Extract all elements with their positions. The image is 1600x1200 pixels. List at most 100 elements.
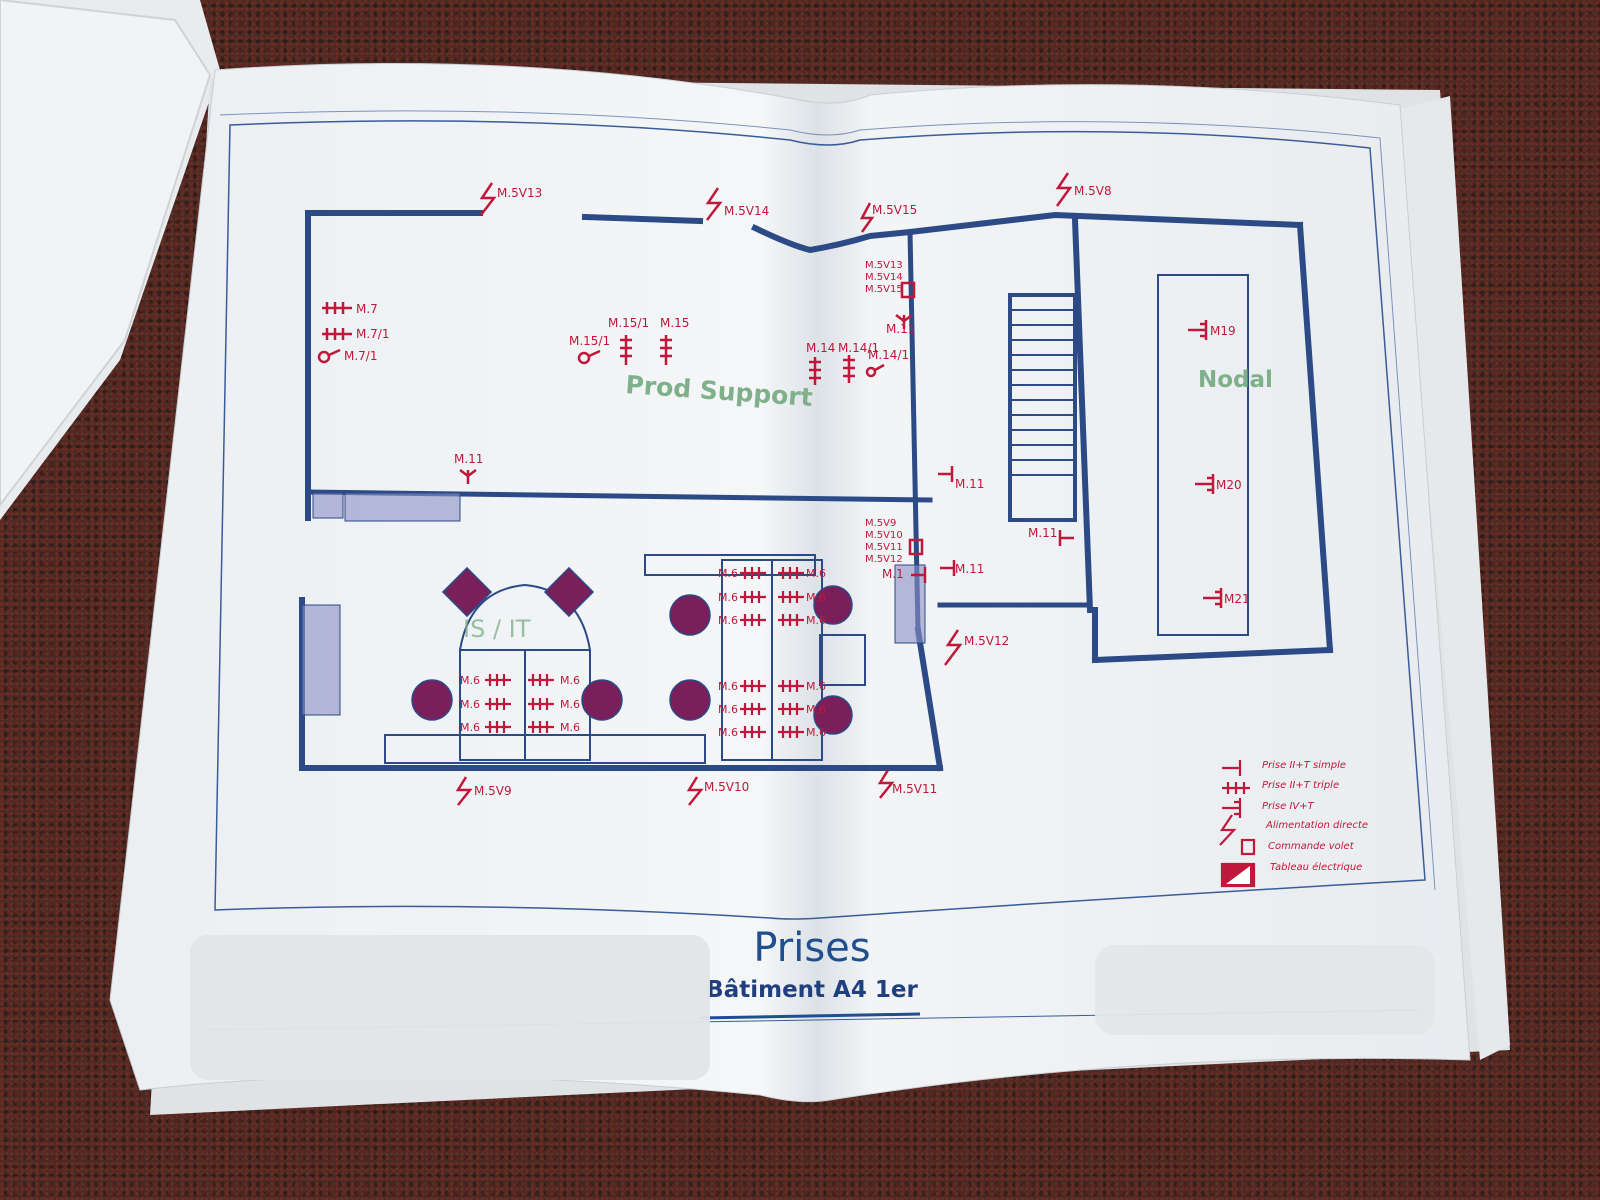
triple-outlet-icon xyxy=(740,726,766,738)
desk-label-m6: M.6 xyxy=(718,703,738,716)
electrical-panel-icon xyxy=(1220,862,1256,888)
triple-outlet-icon xyxy=(778,703,804,715)
triple-outlet-icon xyxy=(322,328,352,340)
circuit-label-m11-b: M.11 xyxy=(955,477,984,491)
desk-label-m6: M.6 xyxy=(806,614,826,627)
triple-outlet-icon xyxy=(660,335,672,365)
triple-outlet-icon xyxy=(740,703,766,715)
plan-title: Prises xyxy=(753,925,870,971)
triple-outlet-icon xyxy=(778,680,804,692)
triple-outlet-icon xyxy=(740,567,766,579)
chairs xyxy=(411,566,853,735)
simple-outlet-icon xyxy=(1058,530,1074,546)
triple-outlet-icon xyxy=(322,302,352,314)
triple-outlet-icon xyxy=(778,726,804,738)
legend xyxy=(1219,760,1256,888)
circuit-label-m5v11: M.5V11 xyxy=(892,782,937,796)
desk-label-m6: M.6 xyxy=(806,726,826,739)
circuit-label-m7-1: M.7/1 xyxy=(356,327,389,341)
circuit-label-m5v10: M.5V10 xyxy=(704,780,749,794)
stack-mid-4: M.5V12 xyxy=(865,554,903,565)
stack-top-1: M.5V13 xyxy=(865,260,903,271)
circuit-label-m14: M.14 xyxy=(806,341,835,355)
desk-label-m6: M.6 xyxy=(560,698,580,711)
desk-label-m6: M.6 xyxy=(718,591,738,604)
triple-outlet-icon xyxy=(485,721,511,733)
iv-outlet-icon xyxy=(1203,588,1223,608)
triple-outlet-icon xyxy=(843,355,855,383)
circuit-label-m20: M20 xyxy=(1216,478,1242,492)
redacted-area-left xyxy=(190,935,710,1080)
simple-outlet-icon xyxy=(940,560,956,576)
shutter-control-icon xyxy=(900,281,916,299)
key-icon xyxy=(317,348,341,364)
stack-top-2: M.5V14 xyxy=(865,272,903,283)
desk-label-m6: M.6 xyxy=(718,726,738,739)
drawing-frame xyxy=(214,120,1426,920)
direct-power-icon xyxy=(686,776,704,806)
circuit-label-m11-e: M.11 xyxy=(886,322,915,336)
circuit-label-m15-1-key: M.15/1 xyxy=(569,334,610,348)
power-symbols xyxy=(455,172,1073,806)
desk-outlets xyxy=(485,567,804,738)
room-label-nodal: Nodal xyxy=(1198,367,1273,393)
simple-outlet-icon xyxy=(895,314,913,329)
shutter-control-icon xyxy=(908,538,924,556)
triple-outlet-icon xyxy=(740,614,766,626)
legend-label: Tableau électrique xyxy=(1270,861,1362,873)
legend-label: Prise IV+T xyxy=(1262,801,1315,812)
desk-label-m6: M.6 xyxy=(460,674,480,687)
circuit-label-m11-d: M.11 xyxy=(1028,526,1057,540)
iv-outlet-icon xyxy=(1195,474,1215,494)
key-icon xyxy=(577,349,601,365)
floor-plan-walls xyxy=(299,210,1334,772)
desk-label-m6: M.6 xyxy=(806,680,826,693)
desk-label-m6: M.6 xyxy=(806,703,826,716)
plan-subtitle: Bâtiment A4 1er xyxy=(706,977,918,1003)
legend-label: Prise II+T simple xyxy=(1262,760,1346,771)
iv-outlet-icon xyxy=(1188,320,1208,340)
desks xyxy=(384,554,866,764)
circuit-label-m21: M21 xyxy=(1224,592,1250,606)
key-icon xyxy=(865,363,885,378)
direct-power-icon xyxy=(1055,172,1073,207)
staircase xyxy=(1010,309,1075,476)
circuit-label-m11-f: M.1 xyxy=(882,567,904,581)
triple-outlet-icon xyxy=(778,567,804,579)
furniture xyxy=(301,492,926,716)
direct-power-icon xyxy=(455,776,473,806)
desk-label-m6: M.6 xyxy=(718,614,738,627)
circuit-label-m5v9: M.5V9 xyxy=(474,784,512,798)
direct-power-icon xyxy=(859,202,875,233)
redacted-area-right xyxy=(1095,945,1435,1035)
simple-outlet-icon xyxy=(459,469,477,484)
under-sheet-edge xyxy=(1395,96,1510,1060)
simple-outlet-icon xyxy=(1222,760,1242,776)
circuit-label-m7-1-key: M.7/1 xyxy=(344,349,377,363)
circuit-label-m11-c: M.11 xyxy=(955,562,984,576)
paper-sheet xyxy=(109,62,1471,1103)
triple-outlet-icon xyxy=(1222,782,1250,794)
circuit-label-m19: M19 xyxy=(1210,324,1236,338)
direct-power-icon xyxy=(705,187,723,221)
direct-power-icon xyxy=(1219,814,1237,846)
triple-outlet-icon xyxy=(528,721,554,733)
desk-label-m6: M.6 xyxy=(560,721,580,734)
simple-outlet-icon xyxy=(911,567,927,583)
outlet-symbols xyxy=(317,281,1223,608)
title-underline xyxy=(699,1012,921,1020)
drawing-frame-outer xyxy=(219,110,1436,891)
triple-outlet-icon xyxy=(528,698,554,710)
triple-outlet-icon xyxy=(778,614,804,626)
room-label-is-it: IS / IT xyxy=(463,615,531,643)
shutter-control-icon xyxy=(1240,838,1256,856)
triple-outlet-icon xyxy=(620,335,632,365)
circuit-label-m15-1: M.15/1 xyxy=(608,316,649,330)
stack-mid-1: M.5V9 xyxy=(865,518,896,529)
legend-label: Alimentation directe xyxy=(1265,820,1368,831)
stack-top-3: M.5V15 xyxy=(865,284,903,295)
desk-label-m6: M.6 xyxy=(560,674,580,687)
circuit-label-m14-1: M.14/1 xyxy=(838,341,879,355)
desk-label-m6: M.6 xyxy=(806,567,826,580)
